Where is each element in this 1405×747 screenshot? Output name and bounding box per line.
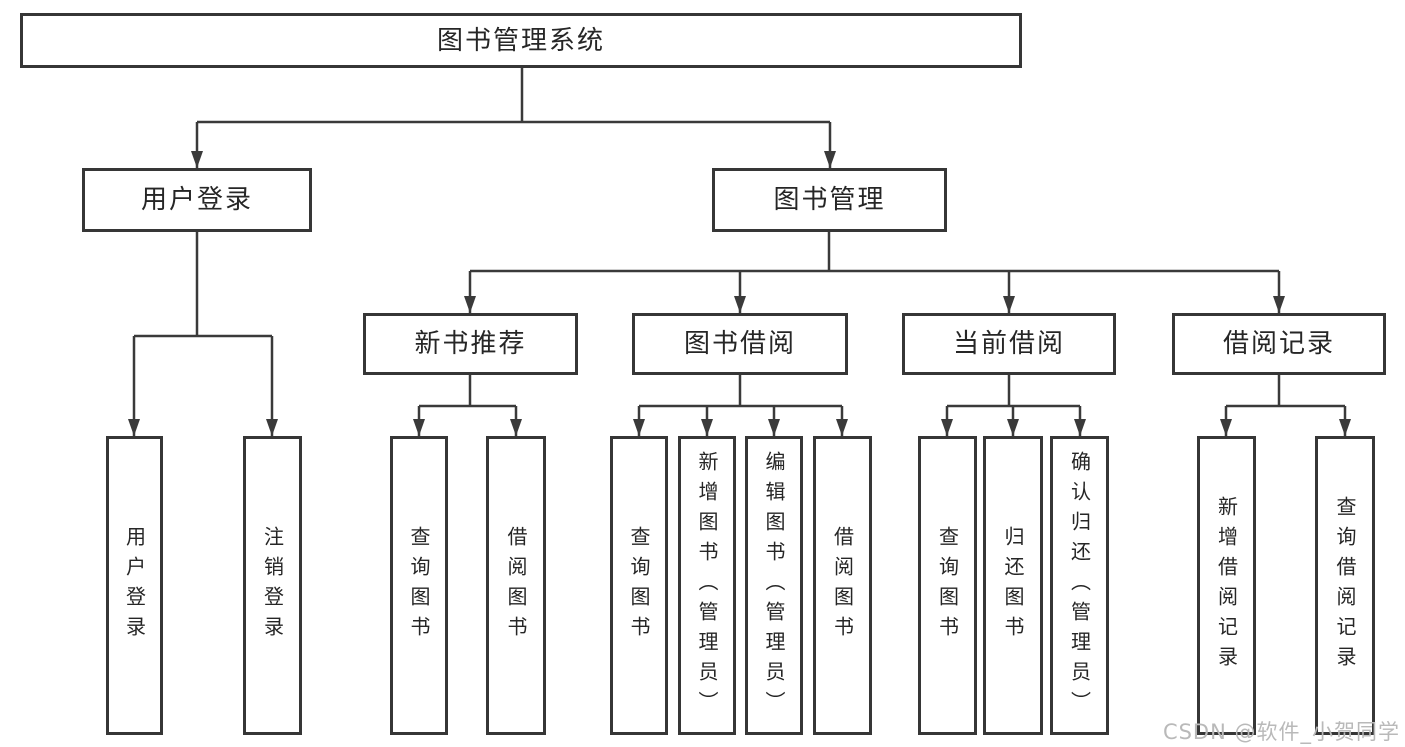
leaf-edit-book-admin: 编辑图书（管理员） — [745, 436, 803, 735]
node-current-borrow: 当前借阅 — [902, 313, 1116, 375]
leaf-query-borrow-record: 查询借阅记录 — [1315, 436, 1375, 735]
leaf-user-login: 用户登录 — [106, 436, 163, 735]
leaf-query-books-current: 查询图书 — [918, 436, 977, 735]
node-label: 用户登录 — [140, 185, 253, 215]
arrowhead-icons — [128, 151, 1351, 436]
leaf-query-books-recommend: 查询图书 — [390, 436, 448, 735]
node-label: 注销登录 — [260, 525, 285, 646]
node-label: 借阅记录 — [1222, 329, 1335, 359]
leaf-query-books-borrow: 查询图书 — [610, 436, 668, 735]
node-label: 图书管理 — [773, 185, 886, 215]
node-book-management: 图书管理 — [712, 168, 947, 232]
node-label: 图书借阅 — [683, 329, 796, 359]
node-label: 查询图书 — [627, 525, 651, 646]
node-borrow-records: 借阅记录 — [1172, 313, 1386, 375]
node-library-management-system: 图书管理系统 — [20, 13, 1022, 68]
node-label: 新增图书（管理员） — [695, 450, 719, 721]
node-label: 新书推荐 — [414, 329, 527, 359]
leaf-add-book-admin: 新增图书（管理员） — [678, 436, 736, 735]
leaf-return-book: 归还图书 — [983, 436, 1043, 735]
node-label: 查询图书 — [407, 525, 431, 646]
node-label: 借阅图书 — [504, 525, 528, 646]
node-label: 用户登录 — [122, 525, 147, 646]
node-book-borrow: 图书借阅 — [632, 313, 848, 375]
node-label: 确认归还（管理员） — [1067, 450, 1092, 721]
node-label: 归还图书 — [1001, 525, 1025, 646]
leaf-add-borrow-record: 新增借阅记录 — [1197, 436, 1256, 735]
node-label: 新增借阅记录 — [1214, 495, 1239, 676]
leaf-borrow-books-recommend: 借阅图书 — [486, 436, 546, 735]
watermark: CSDN @软件_小贺同学 — [1162, 720, 1400, 744]
node-new-book-recommend: 新书推荐 — [363, 313, 578, 375]
leaf-borrow-books: 借阅图书 — [813, 436, 872, 735]
node-label: 编辑图书（管理员） — [762, 450, 786, 721]
leaf-confirm-return-admin: 确认归还（管理员） — [1050, 436, 1109, 735]
node-label: 查询借阅记录 — [1333, 495, 1357, 676]
leaf-logout: 注销登录 — [243, 436, 302, 735]
node-label: 当前借阅 — [952, 329, 1065, 359]
node-user-login: 用户登录 — [82, 168, 312, 232]
node-label: 借阅图书 — [830, 525, 855, 646]
node-label: 图书管理系统 — [436, 25, 605, 56]
node-label: 查询图书 — [935, 525, 960, 646]
